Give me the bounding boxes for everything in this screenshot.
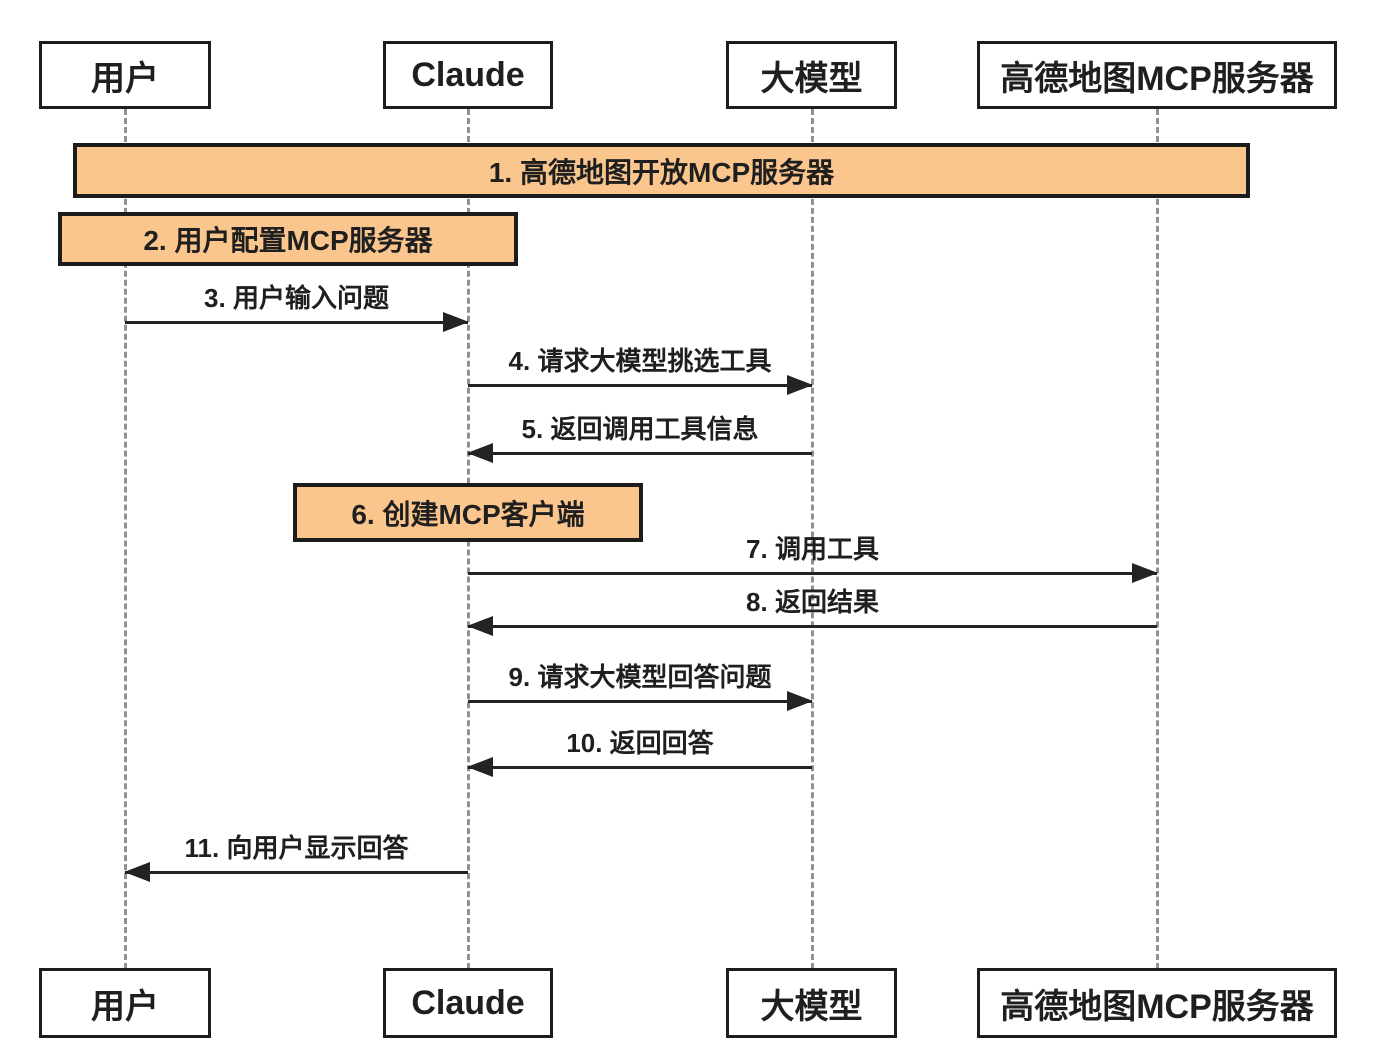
lifeline-amap-mcp-server [1156, 109, 1159, 969]
participant-label: 大模型 [760, 987, 863, 1026]
lifeline-llm [811, 109, 814, 969]
message-label: 8. 返回结果 [746, 587, 879, 617]
note-1-amap-opens-mcp-server: 1. 高德地图开放MCP服务器 [73, 143, 1250, 198]
participant-bottom-llm: 大模型 [726, 968, 897, 1038]
participant-label: 高德地图MCP服务器 [1000, 987, 1314, 1026]
participant-top-user: 用户 [39, 41, 211, 109]
message-8-return-result: 8. 返回结果 [467, 587, 1157, 636]
message-11-show-answer-to-user: 11. 向用户显示回答 [124, 833, 468, 882]
message-3-user-input-question: 3. 用户输入问题 [125, 283, 469, 332]
arrowhead-right-icon [443, 312, 469, 332]
participant-bottom-claude: Claude [383, 968, 553, 1038]
arrow-line [468, 452, 812, 455]
participant-bottom-amap-mcp-server: 高德地图MCP服务器 [977, 968, 1337, 1038]
note-6-create-mcp-client: 6. 创建MCP客户端 [293, 483, 643, 542]
message-label: 5. 返回调用工具信息 [521, 414, 759, 444]
note-label: 2. 用户配置MCP服务器 [143, 225, 433, 256]
participant-top-claude: Claude [383, 41, 553, 109]
message-label: 11. 向用户显示回答 [184, 833, 409, 863]
note-label: 6. 创建MCP客户端 [351, 498, 585, 530]
message-label: 9. 请求大模型回答问题 [508, 662, 772, 692]
participant-label: Claude [411, 55, 525, 94]
arrowhead-right-icon [787, 375, 813, 395]
message-label: 3. 用户输入问题 [204, 283, 389, 313]
arrow-line [468, 572, 1157, 575]
message-label: 4. 请求大模型挑选工具 [508, 346, 772, 376]
participant-bottom-user: 用户 [39, 968, 211, 1038]
message-7-call-tool: 7. 调用工具 [468, 534, 1158, 583]
participant-label: 用户 [91, 59, 159, 98]
note-2-user-configures-mcp-server: 2. 用户配置MCP服务器 [58, 212, 518, 266]
message-9-request-llm-answer: 9. 请求大模型回答问题 [468, 662, 813, 711]
lifeline-user [124, 109, 127, 969]
arrow-line [125, 871, 468, 874]
arrow-line [468, 766, 812, 769]
note-label: 1. 高德地图开放MCP服务器 [488, 156, 835, 188]
participant-top-amap-mcp-server: 高德地图MCP服务器 [977, 41, 1337, 109]
message-label: 10. 返回回答 [566, 728, 714, 758]
arrow-line [468, 625, 1157, 628]
arrowhead-right-icon [1132, 563, 1158, 583]
message-10-return-answer: 10. 返回回答 [467, 728, 812, 777]
arrow-line [125, 321, 468, 324]
participant-label: Claude [411, 983, 525, 1022]
arrow-line [468, 700, 812, 703]
arrowhead-left-icon [467, 757, 493, 777]
arrowhead-left-icon [467, 616, 493, 636]
arrowhead-right-icon [787, 691, 813, 711]
participant-label: 高德地图MCP服务器 [1000, 59, 1314, 98]
message-label: 7. 调用工具 [746, 534, 879, 564]
participant-label: 用户 [91, 987, 159, 1026]
message-4-request-llm-pick-tool: 4. 请求大模型挑选工具 [468, 346, 813, 395]
arrowhead-left-icon [467, 443, 493, 463]
participant-top-llm: 大模型 [726, 41, 897, 109]
arrowhead-left-icon [124, 862, 150, 882]
participant-label: 大模型 [760, 59, 863, 98]
arrow-line [468, 384, 812, 387]
message-5-return-tool-call-info: 5. 返回调用工具信息 [467, 414, 812, 463]
